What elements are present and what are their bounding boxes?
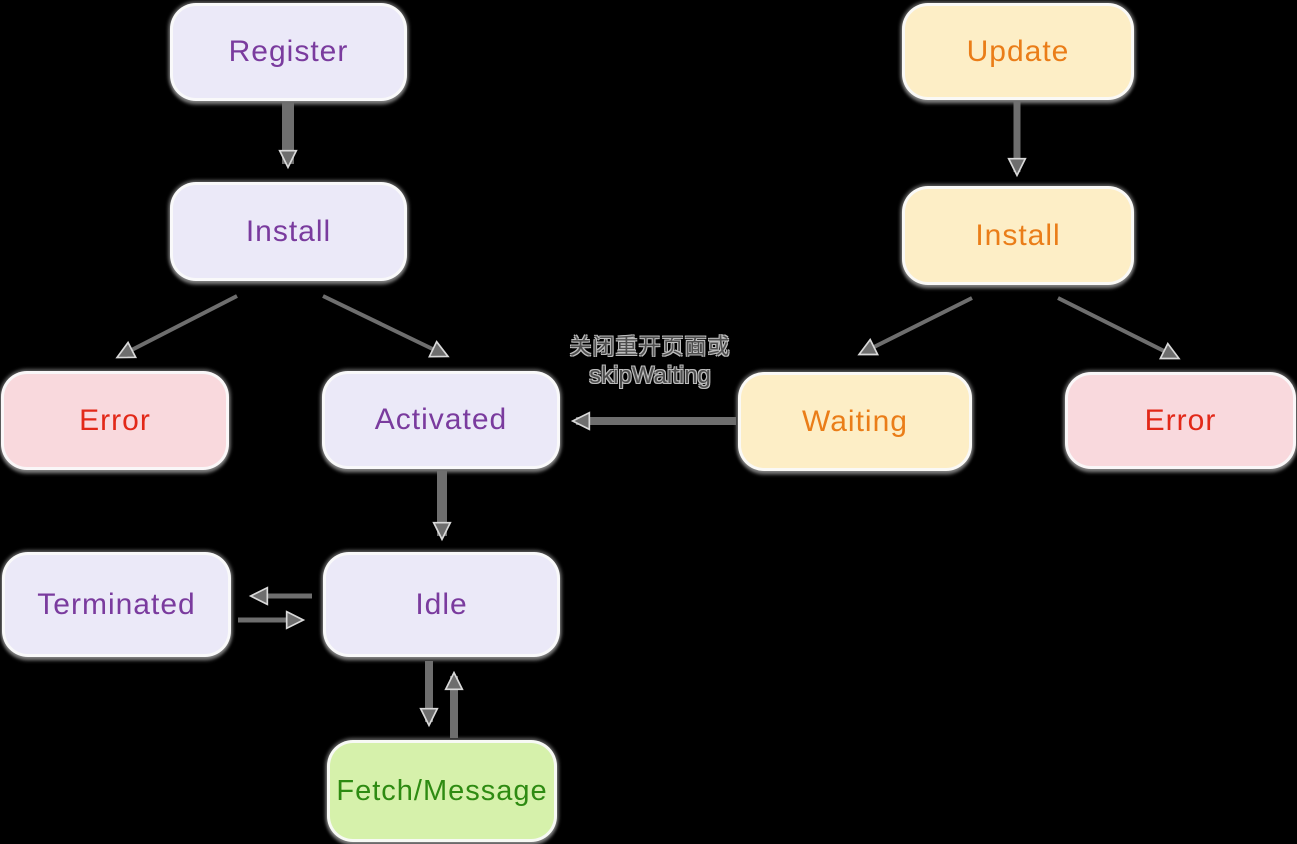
node-update: Update [902,3,1134,100]
arrow-install-to-error-right [1057,296,1181,360]
node-error-left: Error [1,371,229,470]
node-register: Register [170,3,407,101]
node-install-right: Install [902,186,1134,285]
arrow-install-to-error-left [115,294,238,359]
node-terminated: Terminated [2,552,231,657]
node-activated: Activated [322,371,560,469]
edge-label-skipwaiting: 关闭重开页面或 skipWaiting [545,334,755,390]
node-error-right: Error [1065,372,1296,469]
node-idle: Idle [323,552,560,657]
edge-label-line1: 关闭重开页面或 [569,334,731,359]
edge-label-line2: skipWaiting [589,361,711,389]
node-waiting: Waiting [738,372,972,471]
arrow-install-to-waiting [857,296,973,356]
node-fetch-message: Fetch/Message [327,740,557,842]
node-install-left: Install [170,182,407,281]
arrow-install-to-activated [322,294,450,358]
